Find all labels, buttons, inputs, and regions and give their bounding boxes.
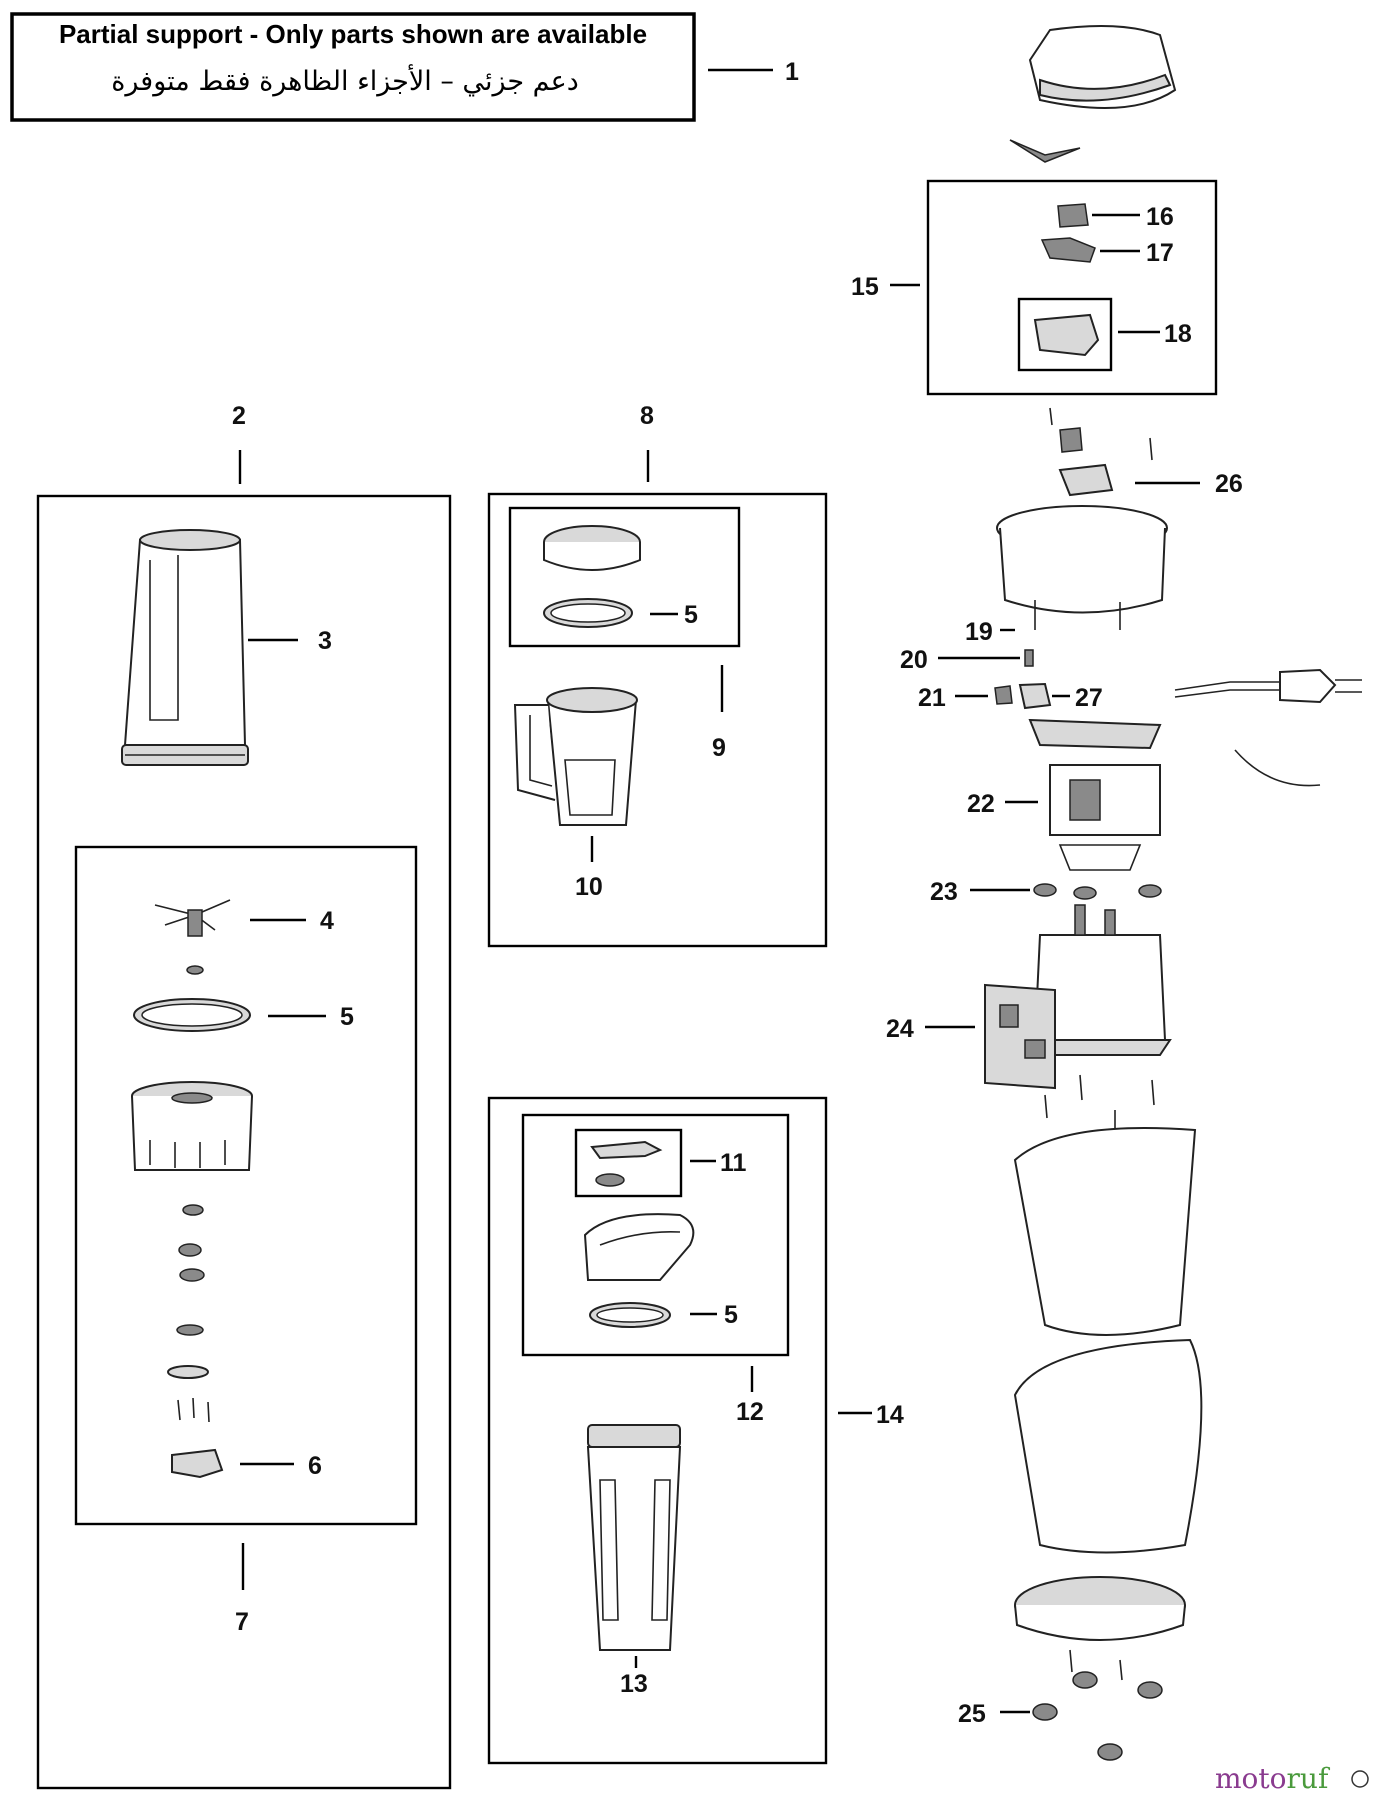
callout-5-c: 5	[724, 1301, 738, 1329]
callout-1: 1	[785, 58, 799, 86]
part-outer-shell-upper	[1013, 1127, 1197, 1336]
callout-7: 7	[235, 1608, 249, 1636]
notice-english: Partial support - Only parts shown are a…	[59, 19, 647, 49]
callout-6: 6	[308, 1452, 322, 1480]
part-26-switch-assembly	[1049, 407, 1153, 497]
part-23-feet	[1033, 883, 1162, 900]
callout-14: 14	[876, 1401, 904, 1429]
group-7-box	[74, 845, 418, 1526]
part-25-feet	[1032, 1649, 1163, 1761]
callout-10: 10	[575, 873, 603, 901]
part-outer-shell-lower	[1013, 1338, 1203, 1554]
callout-5-b: 5	[684, 601, 698, 629]
group-15-box	[926, 179, 1218, 396]
part-24-pcb	[984, 983, 1056, 1090]
callout-9: 9	[712, 734, 726, 762]
callout-26: 26	[1215, 470, 1243, 498]
callout-8: 8	[640, 402, 654, 430]
callout-12: 12	[736, 1398, 764, 1426]
watermark-part-b: ruf	[1287, 1762, 1331, 1795]
part-11-latch	[590, 1140, 663, 1187]
notice-box: Partial support - Only parts shown are a…	[10, 12, 696, 122]
group-8-box	[487, 492, 828, 948]
callout-4: 4	[320, 907, 334, 935]
part-chassis	[1028, 904, 1172, 1056]
group-12-box	[521, 1113, 790, 1357]
callout-16: 16	[1146, 203, 1174, 231]
part-10-jug	[513, 687, 638, 826]
watermark-logo: motoruf	[1215, 1762, 1369, 1795]
group-11-box	[574, 1128, 683, 1198]
part-small-bushings	[167, 1204, 210, 1423]
svg-text:motoruf: motoruf	[1215, 1762, 1331, 1795]
part-lid	[543, 525, 641, 571]
callout-21: 21	[918, 684, 946, 712]
callout-24: 24	[886, 1015, 914, 1043]
callout-13: 13	[620, 1670, 648, 1698]
callout-19: 19	[965, 618, 993, 646]
group-9-box	[508, 506, 741, 648]
part-13-travel-cup	[586, 1424, 682, 1651]
part-power-cord	[1174, 668, 1362, 787]
part-6-coupler	[171, 1448, 224, 1479]
part-18-actuator	[1033, 313, 1100, 357]
callout-23: 23	[930, 878, 958, 906]
part-travel-lid	[583, 1213, 695, 1281]
callout-20: 20	[900, 646, 928, 674]
callout-17: 17	[1146, 239, 1174, 267]
part-top-cover	[1009, 25, 1177, 163]
callout-2: 2	[232, 402, 246, 430]
callout-11: 11	[720, 1149, 747, 1177]
callout-3: 3	[318, 627, 332, 655]
part-16-button	[1057, 203, 1089, 228]
group-14-box	[487, 1096, 828, 1765]
callout-25: 25	[958, 1700, 986, 1728]
callout-18: 18	[1164, 320, 1192, 348]
part-17-switch	[1040, 237, 1096, 263]
part-base-plate	[1014, 1576, 1186, 1641]
part-22-motor	[1028, 718, 1162, 871]
part-4-blade	[154, 899, 231, 975]
notice-arabic: دعم جزئي – الأجزاء الظاهرة فقط متوفرة	[111, 63, 578, 97]
part-blade-housing	[131, 1081, 253, 1171]
callout-5-a: 5	[340, 1003, 354, 1031]
group-2-box	[36, 494, 452, 1790]
callout-22: 22	[967, 790, 995, 818]
part-screws	[1044, 1074, 1193, 1169]
watermark-part-a: moto	[1215, 1762, 1287, 1795]
callout-27: 27	[1075, 684, 1103, 712]
part-motor-housing	[996, 505, 1168, 630]
callout-15: 15	[851, 273, 879, 301]
group-18-box	[1017, 297, 1113, 372]
part-3-cup	[121, 529, 249, 766]
